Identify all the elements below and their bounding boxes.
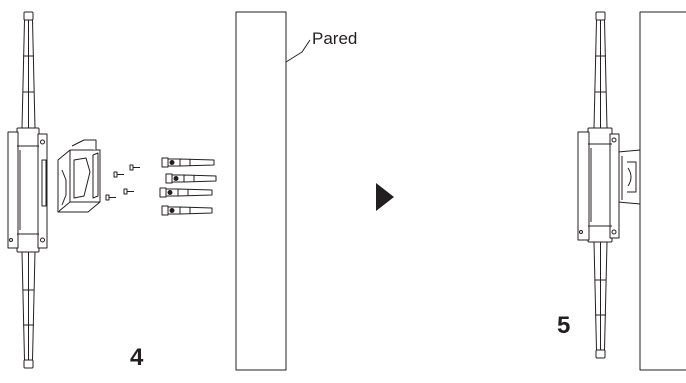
screw [123,188,134,195]
screw [113,171,124,178]
mounting-bracket [57,139,101,213]
step-number-5: 5 [557,312,571,339]
upper-antenna [593,11,608,129]
triangle-right-icon [376,183,394,211]
screw [129,164,140,171]
wall-label: Pared [312,29,358,48]
upper-antenna [21,11,36,129]
anchor-bolt [159,187,213,198]
anchor-bolt [161,205,213,216]
access-point-step4 [7,11,48,369]
wall-label-leader [285,39,311,63]
access-point-body [577,127,620,243]
wall-panel [235,11,287,371]
wall-anchors [159,157,217,216]
wall-panel-mounted [639,11,686,371]
mounted-bracket [612,149,641,205]
access-point-step5 [577,11,620,359]
screw [105,194,116,201]
step-number-4: 4 [130,344,144,371]
anchor-bolt [161,157,215,168]
access-point-body [7,127,48,253]
lower-antenna [593,241,608,359]
lower-antenna [21,251,36,369]
screws [105,164,140,201]
anchor-bolt [165,173,217,184]
